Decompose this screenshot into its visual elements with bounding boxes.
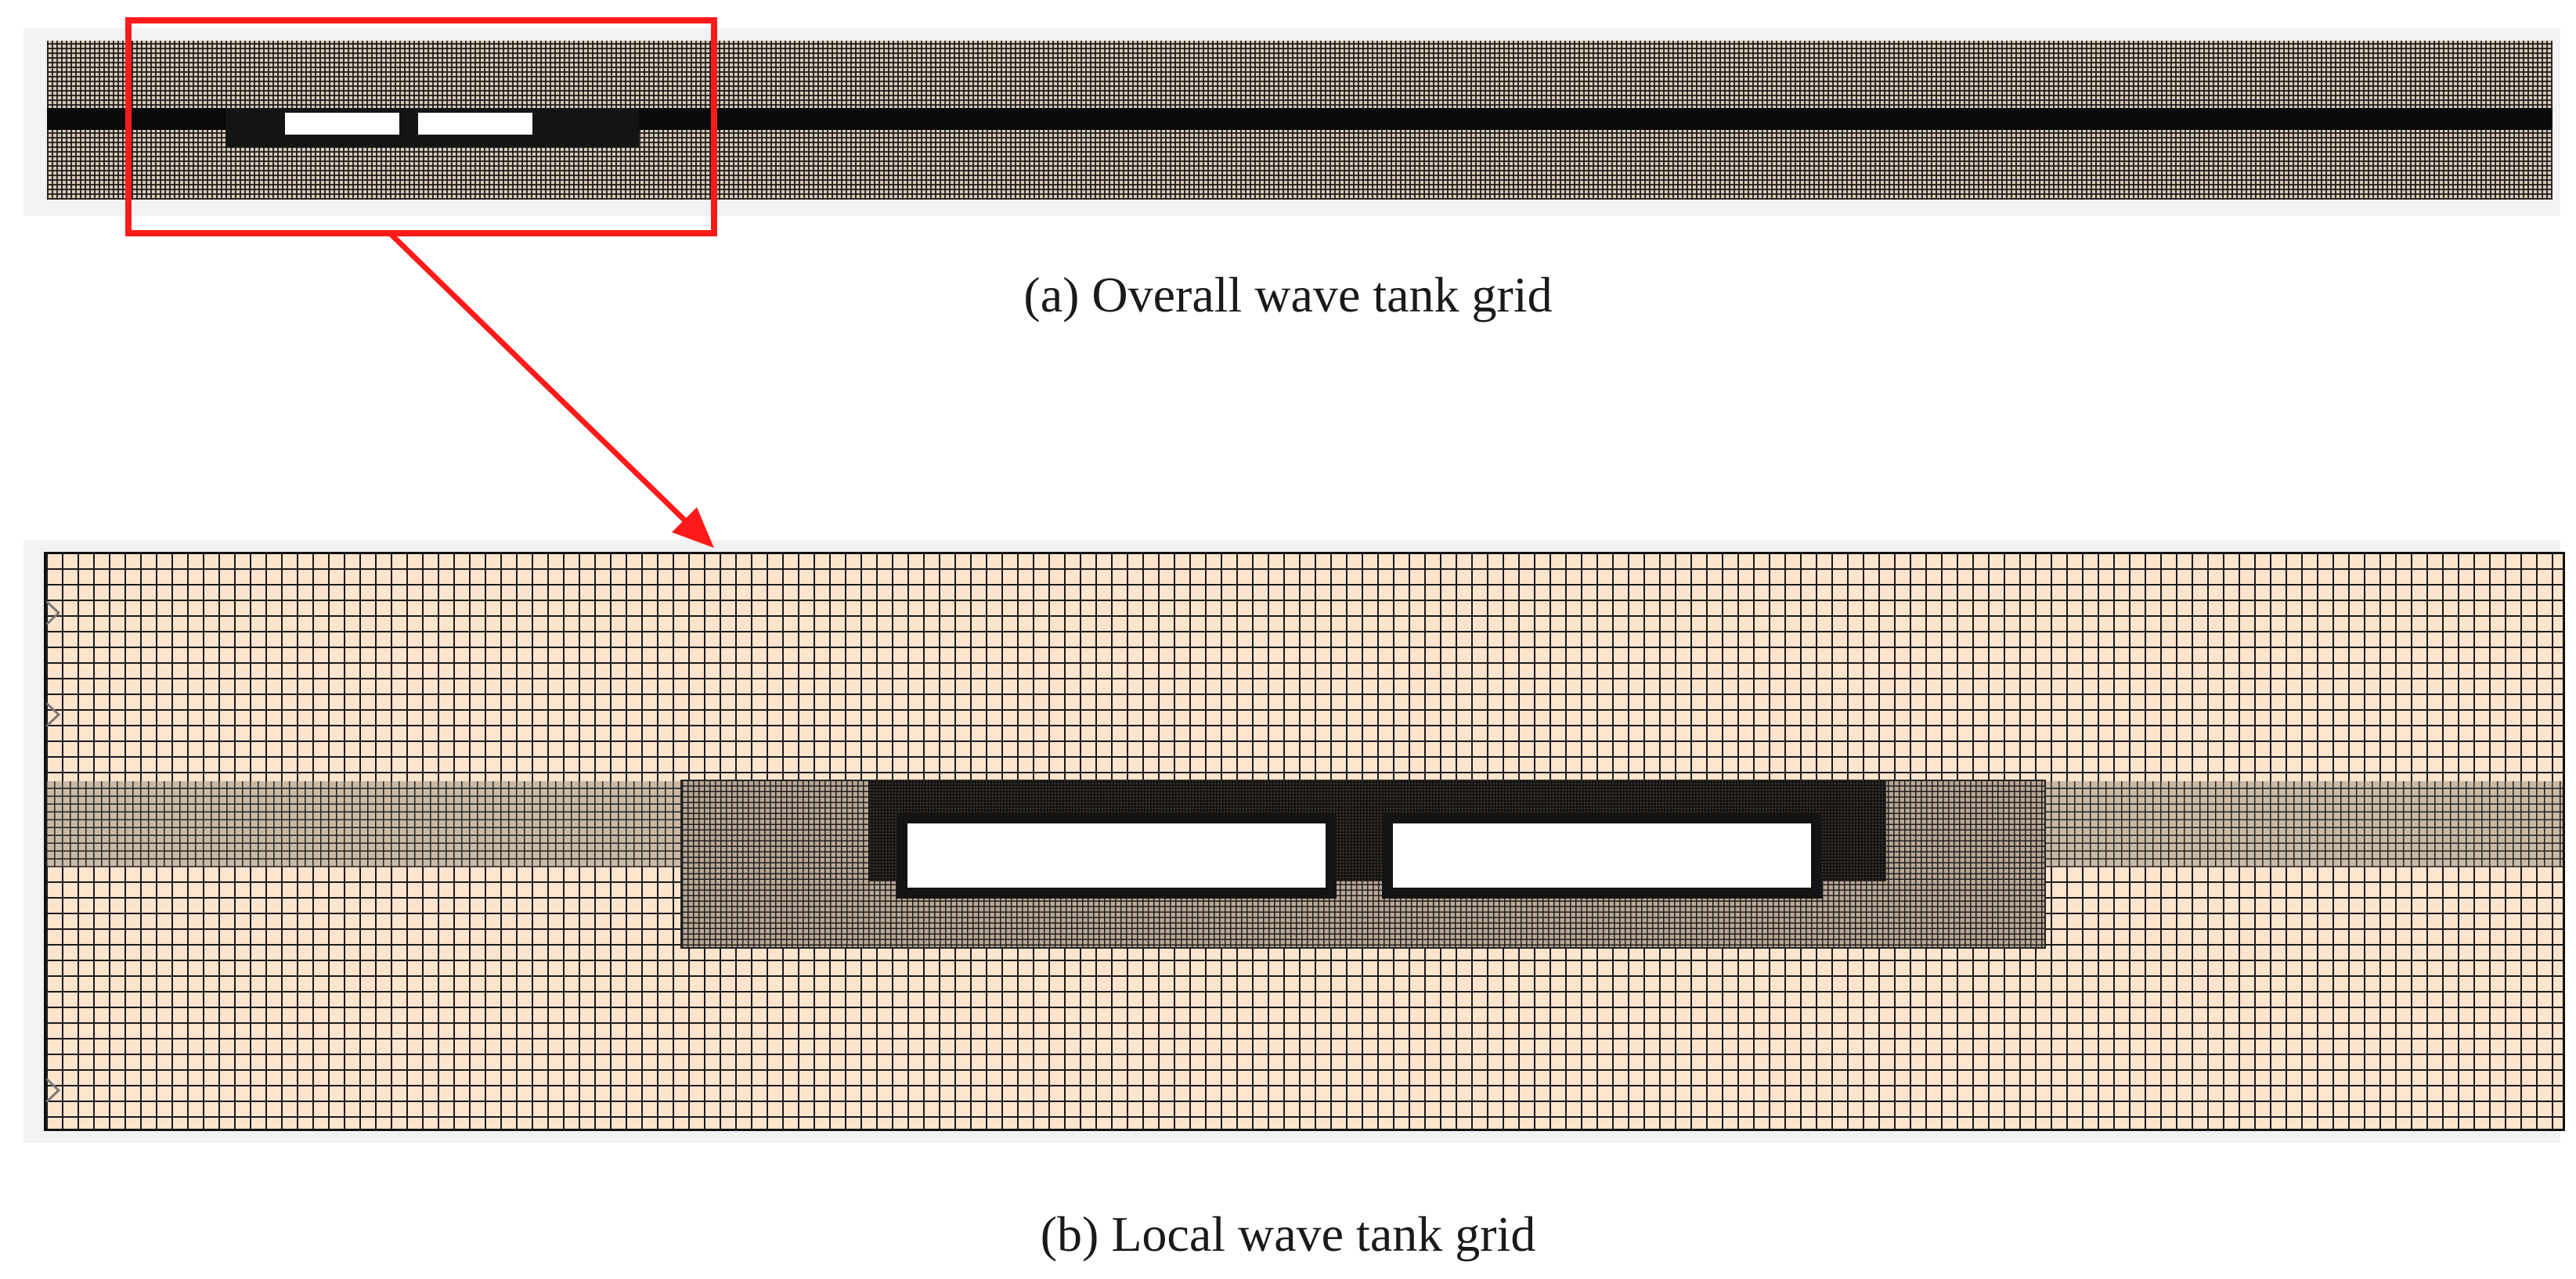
inlet-marker-icon: [46, 601, 60, 625]
right-hull: [418, 113, 532, 135]
inlet-marker-icon: [46, 703, 60, 726]
local-left-hull: [897, 812, 1337, 899]
local-wave-tank-grid: [44, 552, 2565, 1131]
local-right-hull: [1382, 812, 1822, 899]
left-hull: [285, 113, 399, 135]
caption-local: (b) Local wave tank grid: [1040, 1206, 1536, 1262]
inlet-marker-icon: [46, 1079, 60, 1102]
caption-overall: (a) Overall wave tank grid: [1023, 267, 1553, 322]
overall-wave-tank-grid: [47, 41, 2553, 200]
